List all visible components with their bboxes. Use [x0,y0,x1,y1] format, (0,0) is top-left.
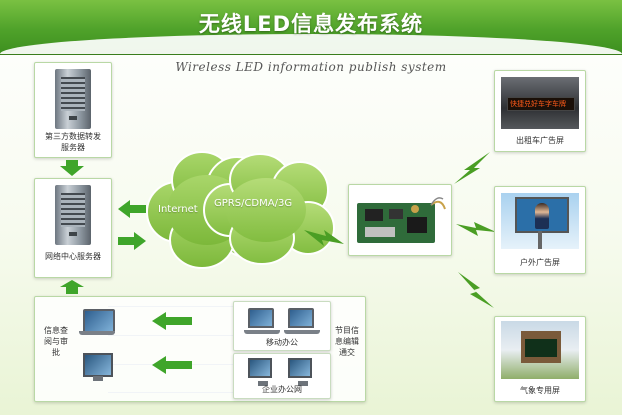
outdoor-screen-box: 户外广告屏 [494,186,586,274]
taxi-screen-label: 出租车广告屏 [516,136,564,145]
network-center-server-label: 网络中心服务器 [45,252,101,261]
taxi-screen-box: 快捷兑好车字车牌 出租车广告屏 [494,70,586,152]
third-party-server-label: 第三方数据转发服务器 [45,132,101,152]
lightning-icon [456,222,496,236]
laptop-icon [244,308,280,334]
server-icon [55,185,91,245]
left-arrow-icon [152,356,192,374]
network-center-server-box: 网络中心服务器 [34,178,112,278]
desktop-icon [83,353,113,381]
page-title: 无线LED信息发布系统 [198,12,424,36]
up-arrow-icon [60,280,84,294]
server-icon [55,69,91,129]
circuit-board-icon [357,197,446,243]
lightning-icon [458,272,494,308]
down-arrow-icon [60,160,84,176]
taxi-led-photo: 快捷兑好车字车牌 [501,77,579,129]
review-approval-label: 信息查阅与审批 [44,326,68,357]
lightning-icon [304,230,344,246]
desktop-icon [248,358,272,386]
office-group-box: 信息查阅与审批 移动办公 企业办公网 节目信息编辑通交 [34,296,366,402]
third-party-server-box: 第三方数据转发服务器 [34,62,112,158]
laptop-icon [79,309,115,335]
outdoor-screen-label: 户外广告屏 [520,258,560,267]
weather-station [521,331,561,363]
billboard-pole [538,231,542,249]
weather-led-panel [525,339,557,357]
left-arrow-icon [152,312,192,330]
laptop-icon [284,308,320,334]
title-banner [0,0,622,55]
page-subtitle: Wireless LED information publish system [175,60,447,74]
program-edit-label: 节目信息编辑通交 [335,326,359,357]
left-arrow-icon [118,200,146,218]
cloud-gprs-label: GPRS/CDMA/3G [214,198,293,209]
taxi-led-text: 快捷兑好车字车牌 [510,100,566,108]
mobile-office-box: 移动办公 [233,301,331,351]
billboard [515,197,569,233]
mobile-office-label: 移动办公 [266,338,298,347]
weather-screen-label: 气象专用屏 [520,386,560,395]
weather-screen-box: 气象专用屏 [494,316,586,402]
weather-screen-photo [501,321,579,379]
desktop-icon [288,358,312,386]
right-arrow-icon [118,232,146,250]
cloud-internet-label: Internet [158,204,198,215]
outdoor-screen-photo [501,193,579,249]
enterprise-network-label: 企业办公网 [262,385,302,394]
enterprise-network-box: 企业办公网 [233,353,331,399]
presenter-figure [535,203,549,229]
taxi-led-sign: 快捷兑好车字车牌 [507,97,575,111]
cloud-gprs-icon [203,153,335,265]
controller-board-box [348,184,452,256]
lightning-icon [454,152,490,184]
